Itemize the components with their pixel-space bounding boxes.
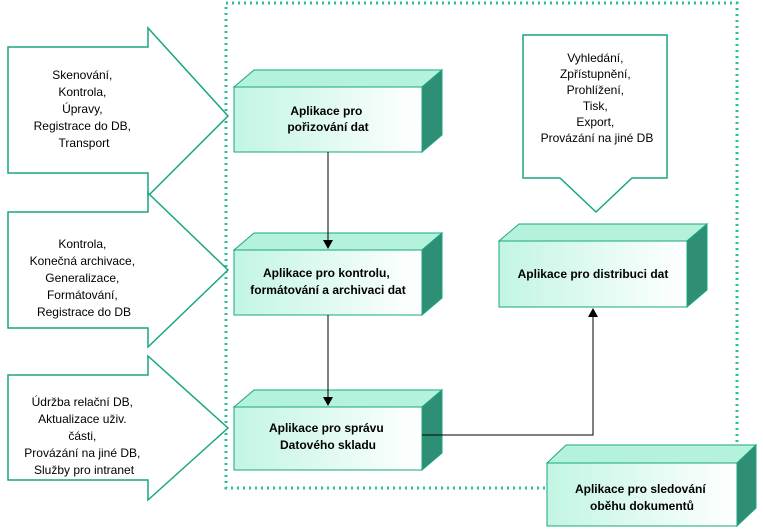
- output-arrow: Vyhledání, Zpřístupnění, Prohlížení, Tis…: [522, 34, 668, 214]
- output-arrow-label: Vyhledání, Zpřístupnění, Prohlížení, Tis…: [541, 51, 654, 145]
- distribution-box: Aplikace pro distribuci dat: [497, 222, 709, 309]
- input-arrow-1-label: Skenování, Kontrola, Úpravy, Registrace …: [34, 68, 135, 150]
- tracking-box: Aplikace pro sledování oběhu dokumentů: [545, 443, 758, 528]
- process-box-acquisition: Aplikace pro pořizování dat: [232, 68, 444, 154]
- input-arrow-3: Údržba relační DB, Aktualizace uživ. čás…: [7, 354, 230, 502]
- input-arrow-2-label: Kontrola, Konečná archivace, Generalizac…: [30, 237, 139, 319]
- process-box-control: Aplikace pro kontrolu, formátování a arc…: [232, 231, 444, 317]
- input-arrow-2: Kontrola, Konečná archivace, Generalizac…: [7, 191, 230, 349]
- process-box-control-label: Aplikace pro kontrolu, formátování a arc…: [250, 266, 405, 297]
- tracking-box-label: Aplikace pro sledování oběhu dokumentů: [575, 482, 709, 513]
- process-box-acquisition-label: Aplikace pro pořizování dat: [287, 104, 368, 134]
- process-box-warehouse-label: Aplikace pro správu Datového skladu: [269, 421, 387, 452]
- process-box-warehouse: Aplikace pro správu Datového skladu: [232, 388, 444, 472]
- input-arrow-1: Skenování, Kontrola, Úpravy, Registrace …: [7, 26, 230, 198]
- connector-warehouse-to-distribution: [422, 308, 598, 436]
- input-arrow-3-label: Údržba relační DB, Aktualizace uživ. čás…: [24, 394, 143, 477]
- distribution-box-label: Aplikace pro distribuci dat: [518, 267, 669, 281]
